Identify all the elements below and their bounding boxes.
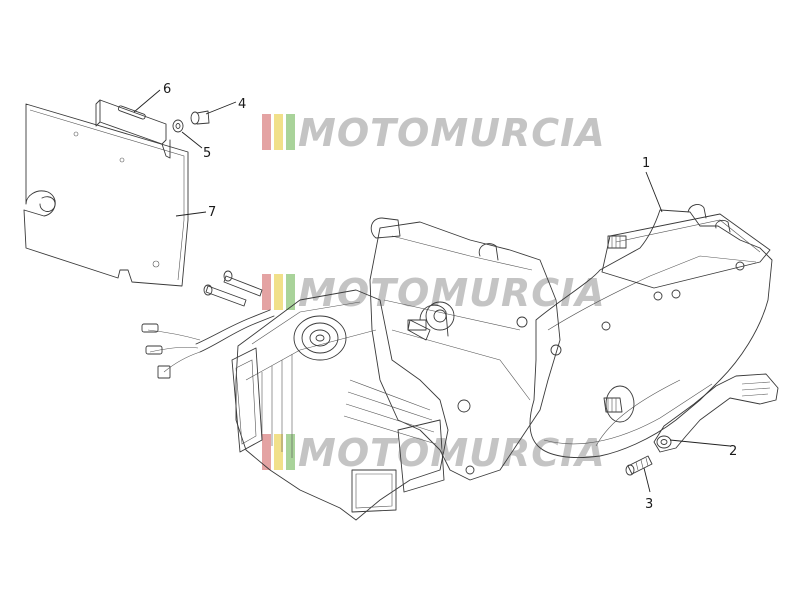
engine-assembly-part-1 xyxy=(141,204,773,521)
callout-label-7: 7 xyxy=(208,205,216,220)
watermark-stripe-yellow xyxy=(274,114,283,150)
watermark-bottom: MOTOMURCIA xyxy=(262,431,606,475)
leader-line-7 xyxy=(175,211,207,217)
callout-label-4: 4 xyxy=(238,97,246,112)
washer-part-5 xyxy=(172,119,184,133)
leader-lines xyxy=(133,89,731,493)
watermark-stripe-yellow xyxy=(274,274,283,310)
callout-label-3: 3 xyxy=(645,497,653,512)
callout-label-5: 5 xyxy=(203,146,211,161)
watermark-stripe-green xyxy=(286,114,295,150)
kickstart-lever-part-2 xyxy=(653,373,779,453)
watermark-stripe-green xyxy=(286,434,295,470)
leader-line-2 xyxy=(669,439,731,447)
leader-line-6 xyxy=(133,89,161,113)
lever-bolt-part-3 xyxy=(625,455,653,476)
bracket-part-6 xyxy=(95,99,171,159)
leader-line-1 xyxy=(645,171,663,213)
watermark-middle: MOTOMURCIA xyxy=(262,271,605,315)
watermark-text: MOTOMURCIA xyxy=(298,111,606,155)
watermark-stripe-green xyxy=(286,274,295,310)
leader-line-3 xyxy=(643,467,651,493)
callout-labels: 1 2 3 4 5 6 7 xyxy=(163,82,737,512)
leader-line-5 xyxy=(181,131,203,149)
callout-label-2: 2 xyxy=(729,444,737,459)
leader-line-4 xyxy=(205,101,237,115)
cover-plate-part-7 xyxy=(23,103,189,287)
watermark-top: MOTOMURCIA xyxy=(262,111,606,155)
watermark-text: MOTOMURCIA xyxy=(298,431,606,475)
watermark-stripe-yellow xyxy=(274,434,283,470)
watermark-stripe-red xyxy=(262,434,271,470)
callout-label-6: 6 xyxy=(163,82,171,97)
callout-label-1: 1 xyxy=(642,156,650,171)
watermark-stripe-red xyxy=(262,274,271,310)
bolt-part-4 xyxy=(190,110,210,125)
watermark-stripe-red xyxy=(262,114,271,150)
